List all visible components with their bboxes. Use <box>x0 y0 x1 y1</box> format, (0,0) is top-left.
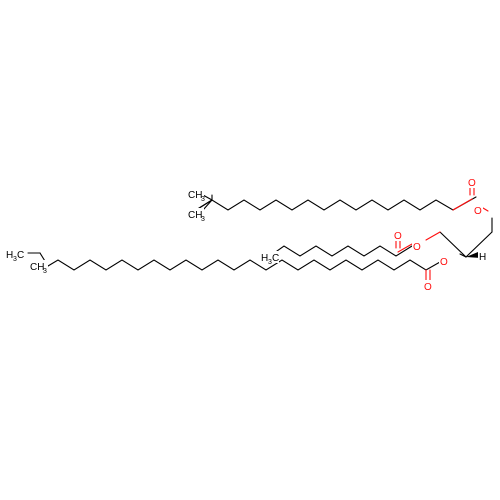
terminal-ethyl-3-c: C <box>17 250 24 261</box>
methyl-label-1a: CH <box>188 190 202 201</box>
terminal-ethyl-3-sub: 3 <box>13 256 17 263</box>
methyl-sub-1b: 3 <box>201 216 205 223</box>
carbonyl-oxygen-1: O <box>468 178 476 189</box>
terminal-methyl-2-c: C <box>272 253 279 264</box>
ester-oxygen-2: O <box>413 242 421 253</box>
stereo-hydrogen: H <box>479 252 486 263</box>
acyl-chain-bottom <box>27 252 441 281</box>
carbonyl-oxygen-3: O <box>424 282 432 293</box>
carbonyl-oxygen-2: O <box>394 231 402 242</box>
ester-oxygen-1: O <box>474 206 482 217</box>
methyl-sub-1a: 3 <box>201 196 205 203</box>
acyl-chain-top <box>195 186 477 215</box>
methyl-label-1b: CH <box>188 210 202 221</box>
terminal-methyl-2-sub: 3 <box>268 259 272 266</box>
terminal-ethyl-3-h: H <box>6 250 13 261</box>
acyl-chain-middle <box>269 237 413 257</box>
ester-oxygen-3: O <box>440 257 448 268</box>
branch-methyl-3-sub: 3 <box>43 268 47 275</box>
stereo-wedge <box>466 252 481 258</box>
terminal-methyl-2-h: H <box>261 253 268 264</box>
glycerol-backbone <box>425 207 493 258</box>
branch-methyl-3: CH <box>30 262 44 273</box>
